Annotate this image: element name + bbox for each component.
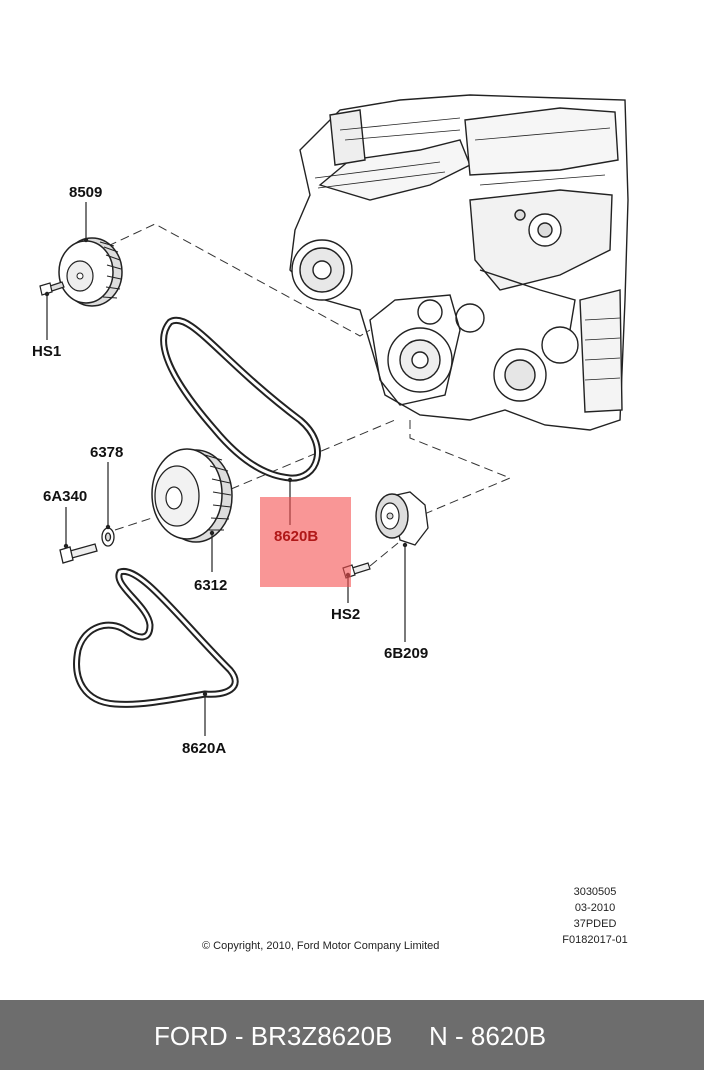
highlighted-part-box xyxy=(260,497,351,587)
reference-line-2: 03-2010 xyxy=(574,902,616,914)
reference-line-4: F0182017-01 xyxy=(562,934,628,946)
copyright-notice: © Copyright, 2010, Ford Motor Company Li… xyxy=(202,940,440,952)
callout-8620a: 8620A xyxy=(182,740,227,757)
callout-6378: 6378 xyxy=(90,444,124,461)
callout-8509: 8509 xyxy=(69,184,103,201)
callout-hs1: HS1 xyxy=(32,343,62,360)
drive-belt-8620a xyxy=(73,567,239,708)
callout-6312: 6312 xyxy=(194,577,228,594)
footer-bar: FORD - BR3Z8620B N - 8620B xyxy=(0,1000,704,1070)
belt-tensioner-6b209 xyxy=(375,491,429,546)
footer-reference: N - 8620B xyxy=(429,1021,547,1051)
engine-block xyxy=(289,94,629,431)
reference-line-1: 3030505 xyxy=(573,886,617,898)
callout-6a340: 6A340 xyxy=(43,488,88,505)
callout-8620b: 8620B xyxy=(274,528,319,545)
washer-6378 xyxy=(101,527,115,547)
callout-hs2: HS2 xyxy=(331,606,361,623)
crankshaft-pulley-6312 xyxy=(151,448,233,543)
callout-6b209: 6B209 xyxy=(384,645,429,662)
exploded-parts-diagram xyxy=(39,94,629,736)
dashed-leader-lines xyxy=(107,223,512,567)
footer-part-number: FORD - BR3Z8620B xyxy=(154,1021,393,1051)
drawing-reference-block: 3030505 03-2010 37PDED F0182017-01 xyxy=(555,884,635,948)
reference-line-3: 37PDED xyxy=(573,918,617,930)
bolt-6a340 xyxy=(59,543,98,564)
drive-belt-8620b xyxy=(160,316,321,482)
water-pump-pulley-8509 xyxy=(58,237,123,307)
bolt-hs1 xyxy=(39,281,65,296)
